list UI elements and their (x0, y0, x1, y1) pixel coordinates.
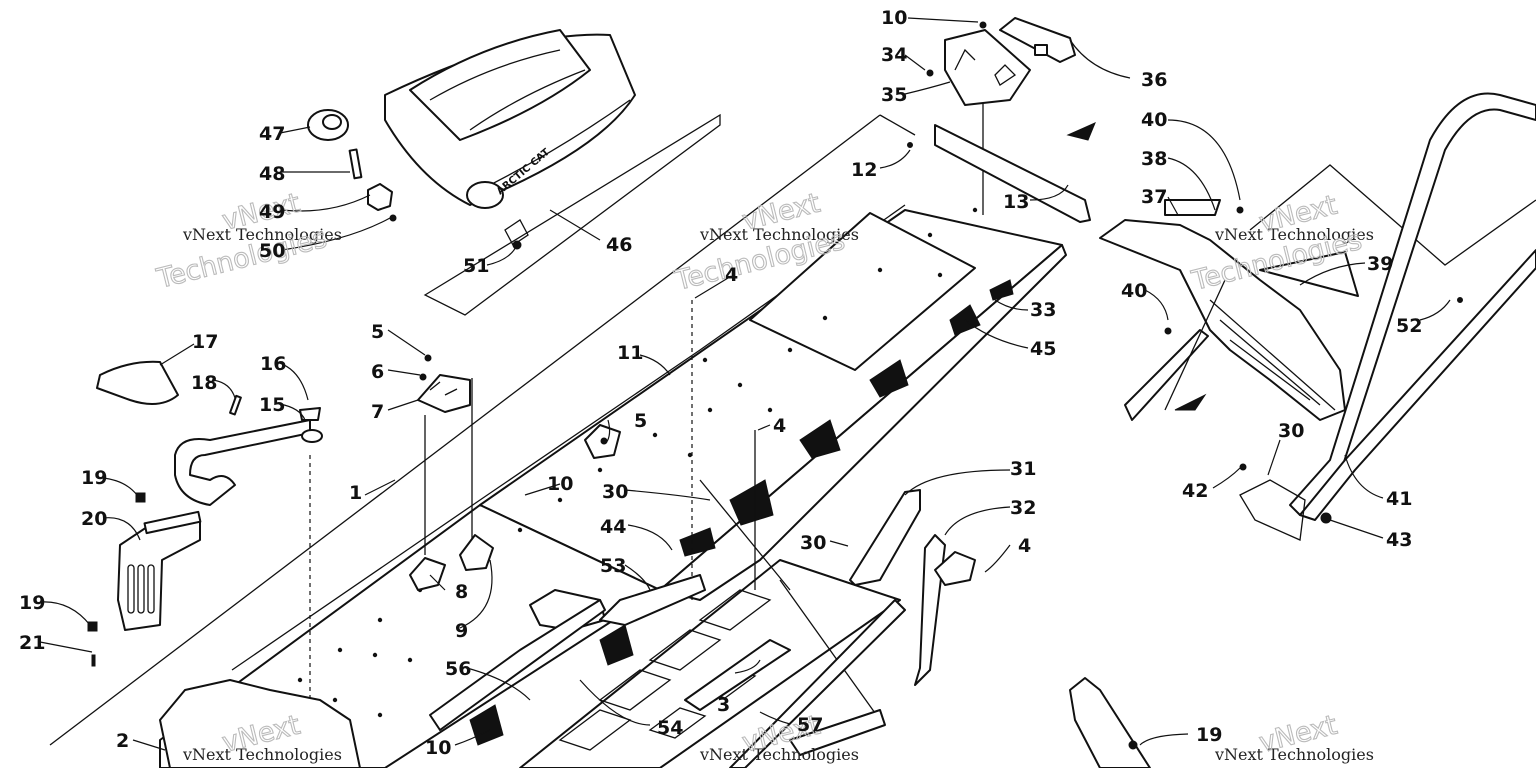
callout-19: 19 (1196, 724, 1222, 746)
left-side-parts (87, 360, 323, 667)
callout-5: 5 (371, 321, 384, 343)
watermark-brand-line: vNext Technologies (1214, 745, 1374, 764)
tunnel-decal (469, 279, 1014, 746)
callout-41: 41 (1386, 488, 1412, 510)
callout-30: 30 (800, 532, 826, 554)
callout-46: 46 (606, 234, 632, 256)
callout-47: 47 (259, 123, 285, 145)
callout-8: 8 (455, 581, 468, 603)
callout-labels: 1 2 3 4 4 4 5 5 6 7 8 9 10 10 10 11 12 1… (19, 7, 1422, 759)
rear-bumper-rail (1239, 92, 1536, 541)
callout-44: 44 (600, 516, 626, 538)
callout-38: 38 (1141, 148, 1167, 170)
callout-10: 10 (547, 473, 573, 495)
tunnel-assembly (159, 204, 1067, 768)
callout-10: 10 (425, 737, 451, 759)
rear-hitch-parts (907, 17, 1096, 223)
callout-39: 39 (1367, 253, 1393, 275)
seat-knob-hardware (307, 109, 397, 222)
watermark-brand-line: vNext Technologies (182, 745, 342, 764)
watermark-brand-line: vNext Technologies (1214, 225, 1374, 244)
watermark-brand-line: vNext Technologies (699, 225, 859, 244)
snow-flap-assembly (1099, 199, 1359, 421)
callout-3: 3 (717, 694, 730, 716)
callout-43: 43 (1386, 529, 1412, 551)
callout-35: 35 (881, 84, 907, 106)
callout-9: 9 (455, 620, 468, 642)
callout-12: 12 (851, 159, 877, 181)
callout-19: 19 (81, 467, 107, 489)
callout-21: 21 (19, 632, 45, 654)
callout-19: 19 (19, 592, 45, 614)
callout-4: 4 (725, 264, 738, 286)
callout-50: 50 (259, 240, 285, 262)
callout-54: 54 (657, 717, 683, 739)
lower-parts (429, 489, 976, 768)
lower-right-bracket (159, 677, 1151, 768)
callout-4: 4 (1018, 535, 1031, 557)
callout-37: 37 (1141, 186, 1167, 208)
callout-2: 2 (116, 730, 129, 752)
callout-48: 48 (259, 163, 285, 185)
callout-18: 18 (191, 372, 217, 394)
watermark-brand-line: vNext Technologies (699, 745, 859, 764)
callout-31: 31 (1010, 458, 1036, 480)
leader-lines (39, 17, 1451, 751)
callout-30: 30 (1278, 420, 1304, 442)
callout-11: 11 (617, 342, 643, 364)
callout-49: 49 (259, 201, 285, 223)
callout-1: 1 (349, 482, 362, 504)
callout-13: 13 (1003, 191, 1029, 213)
callout-7: 7 (371, 401, 384, 423)
callout-32: 32 (1010, 497, 1036, 519)
callout-30: 30 (602, 481, 628, 503)
assembly-guide-lines (49, 30, 984, 768)
callout-56: 56 (445, 658, 471, 680)
callout-10: 10 (881, 7, 907, 29)
callout-17: 17 (192, 331, 218, 353)
seat-assembly: ARCTIC CAT (384, 29, 721, 316)
callout-15: 15 (259, 394, 285, 416)
callout-53: 53 (600, 555, 626, 577)
callout-42: 42 (1182, 480, 1208, 502)
callout-20: 20 (81, 508, 107, 530)
callout-40: 40 (1121, 280, 1147, 302)
callout-45: 45 (1030, 338, 1056, 360)
callout-33: 33 (1030, 299, 1056, 321)
callout-16: 16 (260, 353, 286, 375)
center-brackets (409, 354, 621, 591)
panel-vents (127, 564, 155, 614)
callout-4: 4 (773, 415, 786, 437)
tunnel-holes (297, 207, 978, 718)
callout-51: 51 (463, 255, 489, 277)
callout-57: 57 (797, 714, 823, 736)
callout-34: 34 (881, 44, 907, 66)
callout-6: 6 (371, 361, 384, 383)
callout-40: 40 (1141, 109, 1167, 131)
callout-36: 36 (1141, 69, 1167, 91)
callout-5: 5 (634, 410, 647, 432)
watermark-brand-line: vNext Technologies (182, 225, 342, 244)
callout-52: 52 (1396, 315, 1422, 337)
